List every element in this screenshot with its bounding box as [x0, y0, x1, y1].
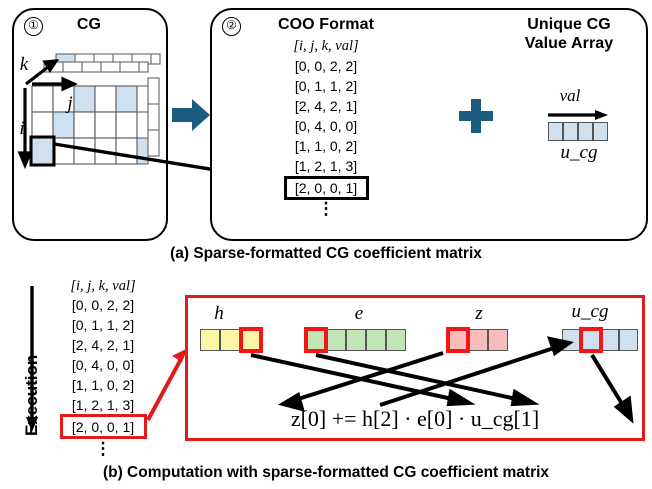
- execution-row: [1, 2, 1, 3]: [71, 397, 135, 413]
- array-ucg-highlight: [579, 327, 603, 353]
- execution-arrow-icon: [26, 286, 38, 432]
- execution-row: [0, 4, 0, 0]: [71, 357, 135, 373]
- coo-row-highlighted: [2, 0, 0, 1]: [294, 180, 358, 196]
- coo-row: [0, 0, 2, 2]: [294, 58, 358, 74]
- execution-row-highlighted: [2, 0, 0, 1]: [71, 419, 135, 435]
- coo-row: [0, 1, 1, 2]: [294, 78, 358, 94]
- coo-row-highlight-box: [284, 176, 369, 200]
- caption-b: (b) Computation with sparse-formatted CG…: [102, 464, 550, 481]
- execution-row: [0, 0, 2, 2]: [71, 297, 135, 313]
- unique-array-cell: [548, 122, 563, 141]
- array-h-highlight: [239, 327, 263, 353]
- computation-detail-box: [185, 295, 645, 441]
- array-e-highlight: [304, 327, 328, 353]
- axis-label-j: j: [67, 93, 73, 114]
- array-label-ucg: u_cg: [571, 301, 609, 322]
- val-direction-arrow-icon: [548, 110, 608, 120]
- array-e-cell: [366, 329, 386, 351]
- array-ucg-cells: [562, 329, 638, 351]
- array-h-cell: [200, 329, 220, 351]
- coo-ellipsis: ⋮: [317, 199, 335, 218]
- panel-cg-title: CG: [76, 16, 102, 33]
- array-z-highlight: [446, 327, 470, 353]
- coo-row: [0, 4, 0, 0]: [294, 118, 358, 134]
- execution-header: [i, j, k, val]: [70, 278, 136, 294]
- unique-array-cell: [578, 122, 593, 141]
- array-e-cell: [346, 329, 366, 351]
- coo-row: [1, 2, 1, 3]: [294, 158, 358, 174]
- execution-row: [0, 1, 1, 2]: [71, 317, 135, 333]
- coo-header: [i, j, k, val]: [293, 38, 359, 54]
- array-e-cell: [386, 329, 406, 351]
- array-label-h: h: [214, 303, 224, 324]
- panel-coo-number: ②: [222, 17, 241, 36]
- caption-a: (a) Sparse-formatted CG coefficient matr…: [170, 245, 482, 262]
- panel-cg-number: ①: [24, 17, 43, 36]
- unique-array-cell: [593, 122, 608, 141]
- plus-icon: [459, 99, 493, 133]
- computation-flow-arrows: [250, 336, 634, 424]
- axis-label-k: k: [19, 54, 29, 75]
- execution-to-detail-arrow: [146, 348, 188, 421]
- transform-arrow-icon: [172, 99, 210, 131]
- execution-ellipsis: ⋮: [94, 439, 112, 458]
- execution-row: [2, 4, 2, 1]: [71, 337, 135, 353]
- axis-label-i: i: [19, 118, 25, 139]
- array-ucg-cell: [619, 329, 638, 351]
- computation-equation: z[0] += h[2] · e[0] · u_cg[1]: [290, 406, 540, 431]
- unique-array-title-line1: Unique CG: [527, 16, 611, 33]
- unique-array-direction-label: val: [559, 86, 581, 105]
- execution-row: [1, 1, 0, 2]: [71, 377, 135, 393]
- unique-array-label: u_cg: [560, 142, 598, 163]
- array-z-cells: [448, 329, 508, 351]
- cg-tensor-graphic: [17, 53, 161, 170]
- unique-array-cells: [548, 122, 608, 141]
- coo-row: [1, 1, 0, 2]: [294, 138, 358, 154]
- array-z-cell: [488, 329, 508, 351]
- coo-row: [2, 4, 2, 1]: [294, 98, 358, 114]
- panel-coo-title: COO Format: [277, 16, 375, 33]
- execution-row-highlight-box: [60, 414, 147, 439]
- unique-array-cell: [563, 122, 578, 141]
- unique-array-title-line2: Value Array: [524, 35, 614, 52]
- array-label-e: e: [354, 303, 364, 324]
- array-label-z: z: [475, 303, 483, 324]
